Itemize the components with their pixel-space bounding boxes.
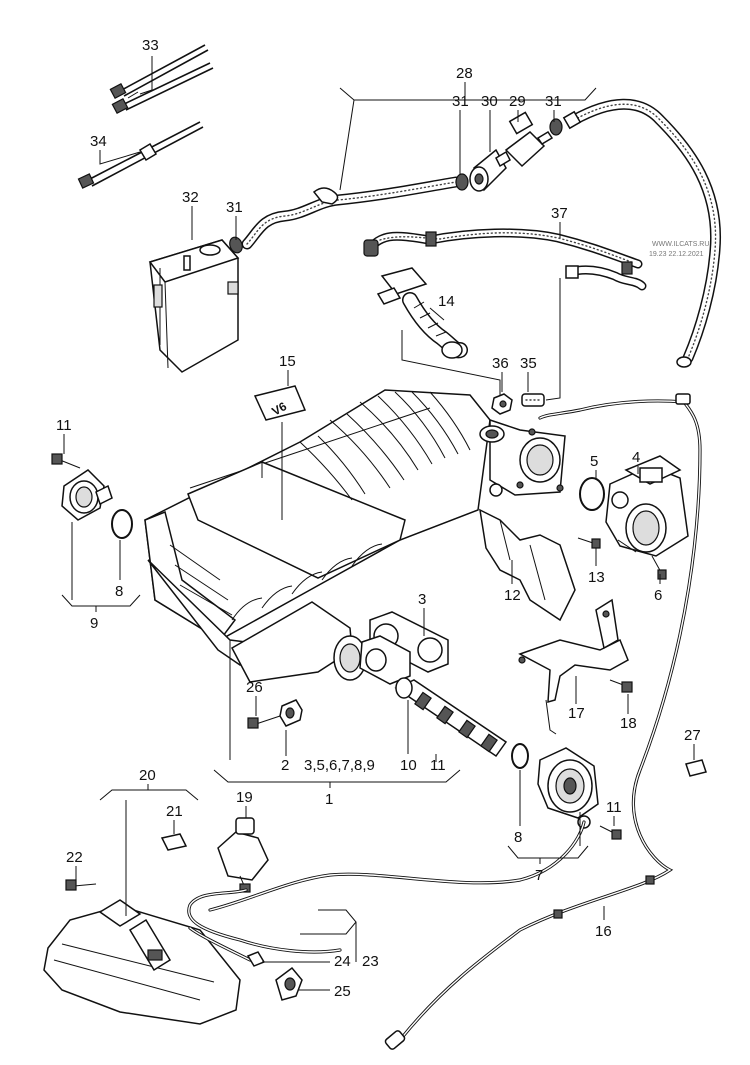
callout-31c[interactable]: 31	[545, 93, 562, 110]
callout-labels: 33 34 32 31 28 31 30 29 31 37 14 36 35 1…	[56, 37, 701, 1000]
callout-24[interactable]: 24	[334, 953, 351, 970]
canister-valve-part-29[interactable]	[495, 111, 554, 168]
callout-17[interactable]: 17	[568, 705, 585, 722]
o-ring-part-8b[interactable]	[511, 743, 529, 769]
solenoid-valve-part-19[interactable]	[217, 817, 269, 893]
callout-1-list[interactable]: 3,5,6,7,8,9	[304, 757, 375, 774]
callout-31b[interactable]: 31	[452, 93, 469, 110]
badge-text: V6	[269, 399, 289, 419]
callout-27[interactable]: 27	[684, 727, 701, 744]
callout-21[interactable]: 21	[166, 803, 183, 820]
callout-25[interactable]: 25	[334, 983, 351, 1000]
bushing-part-2[interactable]	[279, 699, 303, 727]
callout-8b[interactable]: 8	[514, 829, 522, 846]
callout-23[interactable]: 23	[362, 953, 379, 970]
callout-13[interactable]: 13	[588, 569, 605, 586]
callout-37[interactable]: 37	[551, 205, 568, 222]
hoses-part-23[interactable]	[187, 888, 342, 962]
cable-ties-part-33[interactable]	[109, 44, 214, 115]
throttle-body-part-4[interactable]	[605, 455, 689, 557]
callout-11c[interactable]: 11	[606, 799, 622, 816]
hose-clamp-part-31c[interactable]	[549, 118, 563, 136]
callout-18[interactable]: 18	[620, 715, 637, 732]
bolt-part-26[interactable]	[247, 715, 281, 729]
callout-5[interactable]: 5	[590, 453, 598, 470]
hose-assembly-part-37[interactable]	[363, 228, 647, 291]
callout-4[interactable]: 4	[632, 449, 640, 466]
clip-part-27[interactable]	[685, 759, 707, 777]
actuator-part-7[interactable]	[537, 747, 599, 829]
callout-14[interactable]: 14	[438, 293, 455, 310]
leader-lines	[61, 56, 695, 991]
callout-33[interactable]: 33	[142, 37, 159, 54]
valve-part-9[interactable]	[61, 469, 113, 521]
callout-9[interactable]: 9	[90, 615, 98, 632]
callout-2[interactable]: 2	[281, 757, 289, 774]
callout-16[interactable]: 16	[595, 923, 612, 940]
callout-6[interactable]: 6	[654, 587, 662, 604]
cable-tie-clip-part-34[interactable]	[77, 121, 204, 189]
callout-15[interactable]: 15	[279, 353, 296, 370]
check-valve-part-25[interactable]	[275, 966, 303, 1001]
callout-12[interactable]: 12	[504, 587, 521, 604]
bolt-part-11a[interactable]	[51, 453, 81, 469]
callout-28[interactable]: 28	[456, 65, 473, 82]
bracket-part-17[interactable]	[518, 598, 629, 735]
intake-shaft-part-10[interactable]	[394, 677, 508, 758]
callout-11a[interactable]: 11	[56, 417, 72, 434]
hose-clamp-part-31b[interactable]	[455, 173, 469, 191]
vent-hose-part-28[interactable]	[241, 98, 722, 368]
connector-part-36[interactable]	[491, 393, 513, 415]
callout-22[interactable]: 22	[66, 849, 83, 866]
watermark-date: 19.23 22.12.2021	[649, 251, 704, 258]
gasket-part-3[interactable]	[359, 611, 449, 685]
watermark-site: WWW.ILCATS.RU	[652, 241, 709, 248]
check-valve-part-35[interactable]	[521, 393, 545, 407]
vacuum-line-part-16[interactable]	[208, 393, 702, 1050]
callout-8a[interactable]: 8	[115, 583, 123, 600]
callout-32[interactable]: 32	[182, 189, 199, 206]
callout-34[interactable]: 34	[90, 133, 107, 150]
callout-1[interactable]: 1	[325, 791, 333, 808]
callout-10[interactable]: 10	[400, 757, 417, 774]
bolt-part-6[interactable]	[651, 555, 667, 580]
bolt-part-18[interactable]	[609, 679, 633, 693]
charcoal-canister-part-32[interactable]	[148, 239, 240, 373]
callout-29[interactable]: 29	[509, 93, 526, 110]
callout-3[interactable]: 3	[418, 591, 426, 608]
o-ring-part-5[interactable]	[579, 477, 605, 511]
cap-part-21[interactable]	[160, 833, 188, 851]
callout-11b[interactable]: 11	[430, 757, 446, 774]
callout-36[interactable]: 36	[492, 355, 509, 372]
callout-31a[interactable]: 31	[226, 199, 243, 216]
callout-20[interactable]: 20	[139, 767, 156, 784]
resonator-housing-part-20[interactable]	[43, 899, 241, 1025]
callout-35[interactable]: 35	[520, 355, 537, 372]
hose-clamp-part-31a[interactable]	[228, 235, 245, 254]
crankcase-breather-hose-part-14[interactable]	[376, 267, 468, 359]
bolt-part-22[interactable]	[65, 879, 97, 891]
callout-26[interactable]: 26	[246, 679, 263, 696]
bolt-part-11c[interactable]	[599, 825, 622, 840]
connector-part-24[interactable]	[246, 951, 266, 967]
intake-manifold-part-1[interactable]	[144, 389, 576, 683]
callout-7[interactable]: 7	[535, 867, 543, 884]
engine-cover-badge-part-15[interactable]: V6	[253, 385, 307, 421]
callout-19[interactable]: 19	[236, 789, 253, 806]
bolt-part-13[interactable]	[577, 537, 601, 549]
o-ring-part-8a[interactable]	[111, 509, 133, 539]
callout-30[interactable]: 30	[481, 93, 498, 110]
